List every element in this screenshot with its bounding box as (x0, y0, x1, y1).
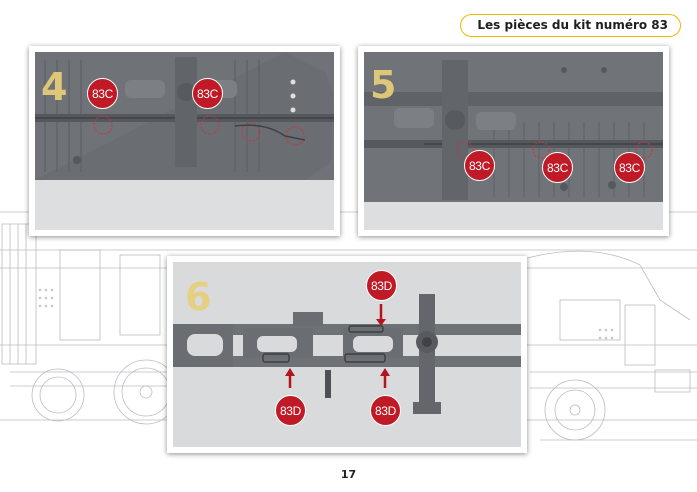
step-6-photo: 6 83D 83D 83D (167, 256, 527, 453)
part-label-83c: 83C (542, 152, 573, 183)
part-label-83c: 83C (87, 78, 118, 109)
chassis-frame-image (35, 52, 334, 230)
part-label-83d: 83D (366, 270, 397, 301)
part-label-83c: 83C (464, 150, 495, 181)
part-label-83d: 83D (370, 395, 401, 426)
part-label-83d: 83D (275, 395, 306, 426)
step-4-photo: 4 83C 83C (29, 46, 340, 236)
part-label-83c: 83C (614, 152, 645, 183)
page-number: 17 (340, 468, 357, 481)
step-number-4: 4 (41, 65, 68, 109)
part-label-83c: 83C (192, 78, 223, 109)
step-number-6: 6 (185, 275, 212, 319)
chassis-frame-image (364, 52, 663, 230)
step-5-photo: 5 83C 83C 83C (358, 46, 669, 236)
kit-parts-title: Les pièces du kit numéro 83 (460, 14, 681, 37)
chassis-frame-image (173, 262, 521, 447)
step-number-5: 5 (370, 63, 397, 107)
